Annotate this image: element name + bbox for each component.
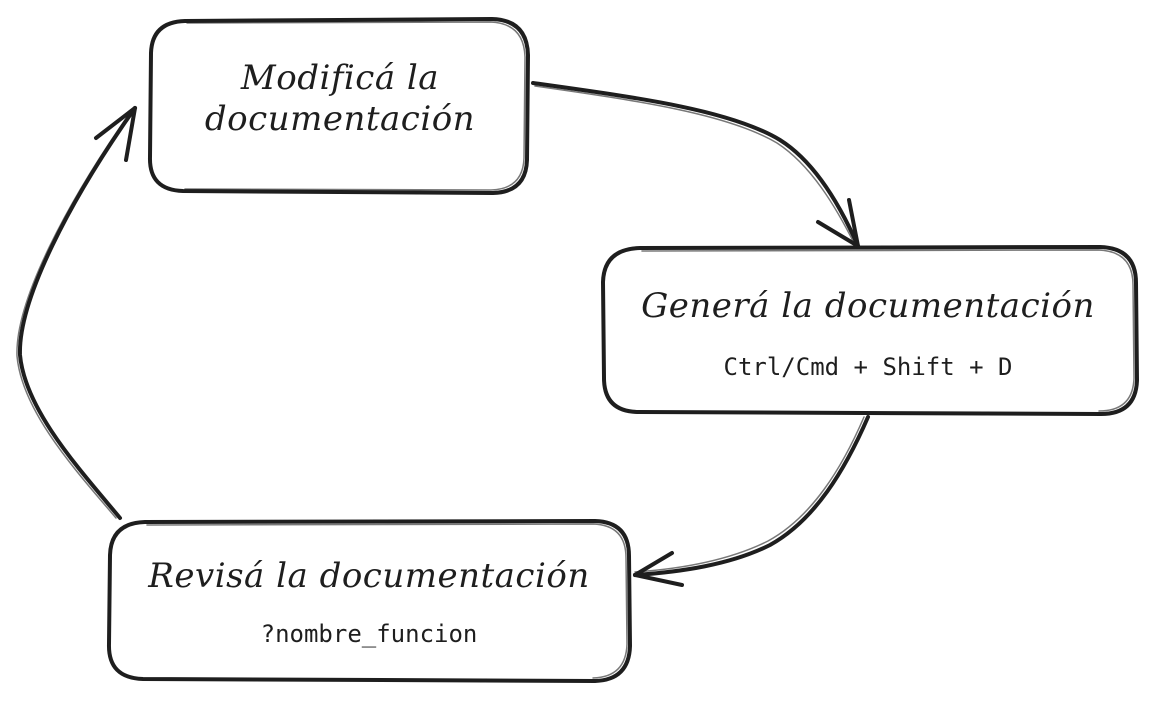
node-generate-shortcut: Ctrl/Cmd + Shift + D (723, 353, 1013, 381)
node-review-label: Revisá la documentación (148, 556, 590, 596)
node-review-box (106, 519, 632, 683)
node-modify-label-line1: Modificá la (240, 58, 440, 98)
node-generate-label: Generá la documentación (641, 286, 1095, 326)
arrow-review-to-modify (16, 106, 137, 520)
node-modify-label: Modificá la documentación (150, 58, 530, 140)
node-modify-box (147, 17, 530, 195)
arrow-modify-to-generate (531, 81, 860, 248)
node-modify-label-line2: documentación (204, 98, 476, 139)
arrow-generate-to-review (633, 415, 870, 587)
node-generate-box (601, 245, 1139, 416)
node-review-command: ?nombre_funcion (260, 620, 478, 648)
